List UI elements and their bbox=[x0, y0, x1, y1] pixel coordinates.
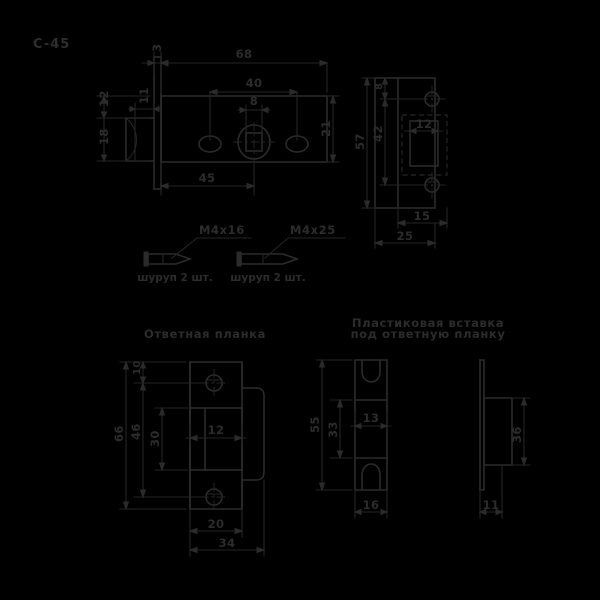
screw-item-1: M4x16 шуруп 2 шт. bbox=[137, 223, 252, 284]
screw-label-2: M4x25 bbox=[290, 223, 336, 237]
dim-backset: 45 bbox=[199, 171, 216, 185]
dim-insert-side-height: 36 bbox=[510, 426, 524, 443]
lock-body-side-view: 3 68 40 8 bbox=[96, 44, 340, 196]
dim-strike-height: 66 bbox=[112, 425, 126, 442]
screw-label-1: M4x16 bbox=[199, 223, 245, 237]
faceplate-front-view: 57 42 8 12 15 bbox=[353, 76, 449, 249]
screw-caption-1: шуруп 2 шт. bbox=[137, 272, 212, 284]
drawing-title: C-45 bbox=[33, 37, 70, 52]
strike-plate-view: 66 46 10 30 12 bbox=[112, 360, 266, 557]
heading-plastic-insert-line1: Пластиковая вставка bbox=[352, 316, 504, 330]
dim-insert-inner-width: 13 bbox=[363, 411, 380, 425]
dim-insert-height: 55 bbox=[308, 416, 322, 433]
dim-plate-height: 57 bbox=[353, 133, 367, 150]
dim-body-height: 21 bbox=[319, 120, 333, 137]
dim-window-width: 12 bbox=[416, 117, 433, 131]
screw-set: M4x16 шуруп 2 шт. M4x25 шуруп 2 шт. bbox=[137, 223, 346, 284]
screw-caption-2: шуруп 2 шт. bbox=[230, 272, 305, 284]
dim-insert-side-width: 11 bbox=[483, 498, 500, 512]
screw-item-2: M4x25 шуруп 2 шт. bbox=[230, 223, 346, 284]
recess-outline bbox=[401, 114, 448, 176]
dim-strike-inner-width: 20 bbox=[208, 517, 225, 531]
dim-latch-lower: 18 bbox=[97, 128, 111, 145]
plastic-insert-view: 55 33 13 16 bbox=[308, 358, 531, 519]
dim-latch-projection: 11 bbox=[137, 87, 151, 104]
dim-latch-upper: 12 bbox=[97, 90, 111, 107]
dim-strike-width: 34 bbox=[219, 536, 236, 550]
dim-strike-window-width: 12 bbox=[208, 423, 225, 437]
dim-strike-window-height: 30 bbox=[148, 430, 162, 447]
dim-screw-spacing: 42 bbox=[371, 125, 385, 142]
dim-inner-width: 15 bbox=[414, 209, 431, 223]
dim-hole-spacing: 40 bbox=[246, 76, 263, 90]
dim-insert-width: 16 bbox=[363, 498, 380, 512]
heading-strike-plate: Ответная планка bbox=[144, 327, 266, 341]
dim-strike-screw-spacing: 46 bbox=[129, 423, 143, 440]
dim-strike-top-offset: 10 bbox=[132, 360, 143, 375]
dim-plate-width: 25 bbox=[397, 229, 414, 243]
dim-insert-inner-height: 33 bbox=[326, 421, 340, 438]
dim-overall-length: 68 bbox=[236, 47, 253, 61]
heading-plastic-insert-line2: под ответную планку bbox=[351, 327, 506, 341]
dim-faceplate-thickness: 3 bbox=[150, 44, 164, 52]
dim-top-offset: 8 bbox=[374, 83, 385, 90]
dim-keyhole-width: 8 bbox=[250, 94, 258, 108]
